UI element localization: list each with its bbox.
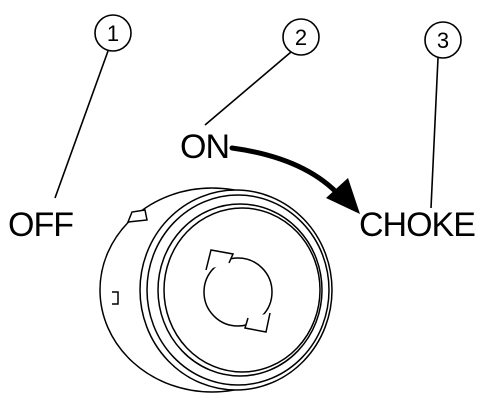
callout-1-leader <box>54 50 109 199</box>
knob-tab <box>126 209 148 223</box>
cam-lug-top <box>205 249 235 271</box>
callout-3-leader <box>430 57 439 209</box>
knob-side-notch <box>112 291 119 305</box>
knob-center-cam <box>203 257 273 327</box>
direction-arrow <box>229 145 360 214</box>
arrow-head <box>326 178 360 214</box>
callout-2-number: 2 <box>295 25 307 50</box>
cam-lug-bottom <box>244 312 271 333</box>
knob-face-rim <box>146 194 330 386</box>
off-label: OFF <box>8 206 73 244</box>
callout-2-leader <box>204 51 292 126</box>
arrow-curve <box>229 145 343 199</box>
knob-ring-inner <box>163 207 321 373</box>
callout-2: 2 <box>204 18 320 126</box>
choke-label: CHOKE <box>359 206 475 244</box>
knob-ring-outer <box>157 203 323 377</box>
callout-3-circle <box>424 21 462 59</box>
on-label: ON <box>180 128 229 166</box>
callout-2-circle <box>282 18 320 56</box>
choke-knob <box>99 187 333 393</box>
callout-3: 3 <box>424 21 462 209</box>
callout-1-circle <box>94 14 132 52</box>
callout-3-number: 3 <box>437 28 449 53</box>
callout-1-number: 1 <box>107 21 119 46</box>
callout-1: 1 <box>54 14 132 199</box>
